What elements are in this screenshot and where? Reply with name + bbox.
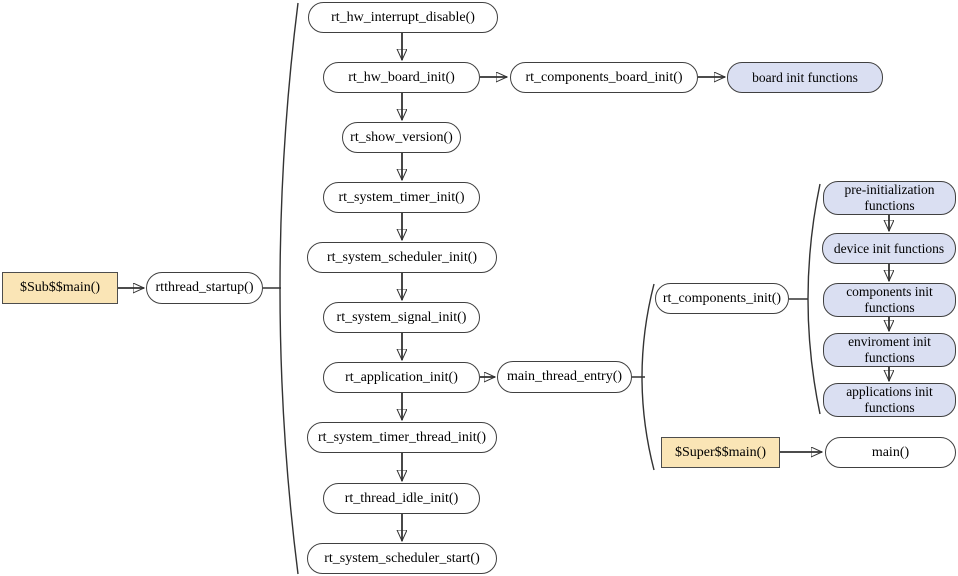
- node-rt-hw-board-init: rt_hw_board_init(): [323, 62, 480, 93]
- node-rt-thread-idle-init: rt_thread_idle_init(): [323, 483, 480, 514]
- node-enviroment-init-functions: enviroment init functions: [823, 333, 956, 367]
- node-rt-system-scheduler-start: rt_system_scheduler_start(): [307, 543, 497, 574]
- node-rt-application-init: rt_application_init(): [323, 362, 480, 393]
- node-device-init-functions: device init functions: [822, 233, 956, 264]
- node-rt-system-scheduler-init: rt_system_scheduler_init(): [307, 242, 497, 273]
- node-rt-system-timer-init: rt_system_timer_init(): [323, 182, 480, 213]
- brace-rtthread-startup-group: [279, 2, 299, 575]
- node-rt-hw-interrupt-disable: rt_hw_interrupt_disable(): [308, 2, 498, 33]
- node-rtthread-startup: rtthread_startup(): [146, 272, 263, 304]
- node-rt-system-timer-thread-init: rt_system_timer_thread_init(): [307, 422, 497, 453]
- node-rt-components-board-init: rt_components_board_init(): [510, 62, 698, 93]
- node-rt-system-signal-init: rt_system_signal_init(): [323, 302, 480, 333]
- node-pre-initialization-functions: pre-initialization functions: [823, 181, 956, 215]
- node-applications-init-functions: applications init functions: [823, 383, 956, 417]
- node-components-init-functions: components init functions: [823, 283, 956, 317]
- brace-components-init-group: [807, 183, 821, 415]
- node-rt-show-version: rt_show_version(): [342, 122, 461, 153]
- node-board-init-functions: board init functions: [727, 62, 883, 93]
- node-main-thread-entry: main_thread_entry(): [497, 361, 632, 393]
- node-super-main: $Super$$main(): [661, 437, 780, 468]
- node-sub-main: $Sub$$main(): [2, 272, 118, 304]
- node-main: main(): [825, 437, 956, 468]
- node-rt-components-init: rt_components_init(): [655, 283, 789, 314]
